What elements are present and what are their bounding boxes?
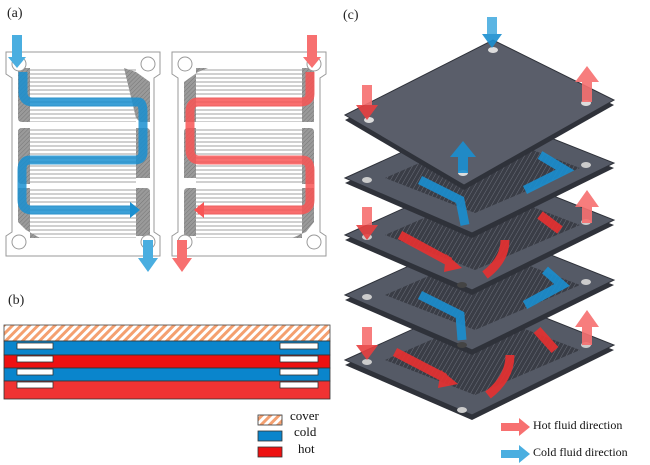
panel-b-diagram [3,324,331,458]
cold-plate [5,51,161,257]
panel-a-label: (a) [7,6,23,21]
hot-outlet-arrow-c2 [575,190,599,223]
port-gaps [16,342,319,389]
legend-label-cover: cover [290,408,319,423]
hot-outlet-arrow-c [575,66,599,102]
hot-flow-path [185,72,315,215]
hot-outlet-arrow [172,240,192,272]
legend-label-cold-fluid: Cold fluid direction [533,445,628,459]
legend-label-cold: cold [294,424,317,439]
legend-swatch-cover [257,414,283,426]
legend-label-hot: hot [298,441,315,456]
cold-flow-plate2b [522,151,575,195]
legend-arrow-cold [501,445,530,463]
hot-flow-plate3 [397,231,453,266]
cold-flow-plate4 [417,290,467,341]
panel-a-diagram [5,35,327,272]
panel-b-label: (b) [8,293,25,308]
legend-arrow-hot [501,418,530,436]
cold-outlet-arrow [138,240,158,272]
hot-plate [171,51,327,257]
hot-inlet-arrow-c2 [356,207,378,240]
hot-inlet-arrow-c3 [356,327,378,360]
legend-swatch-cold [257,430,283,442]
stack-cover-plate [343,39,616,190]
panel-c-label: (c) [343,8,359,23]
cold-flow-path [17,72,148,215]
cold-flow-plate2 [417,175,470,226]
legend-label-hot-fluid: Hot fluid direction [533,418,623,432]
hot-layer-2 [3,380,331,400]
legend-swatch-hot [257,446,283,458]
cold-inlet-arrow [8,35,26,68]
hot-inlet-arrow-c [356,85,378,120]
hot-outlet-arrow-c3 [575,310,599,345]
hot-inlet-arrow [303,35,321,68]
hot-flow-plate5 [392,348,448,382]
cold-up-arrow-c [450,141,476,173]
cold-inlet-arrow-c [482,17,502,48]
